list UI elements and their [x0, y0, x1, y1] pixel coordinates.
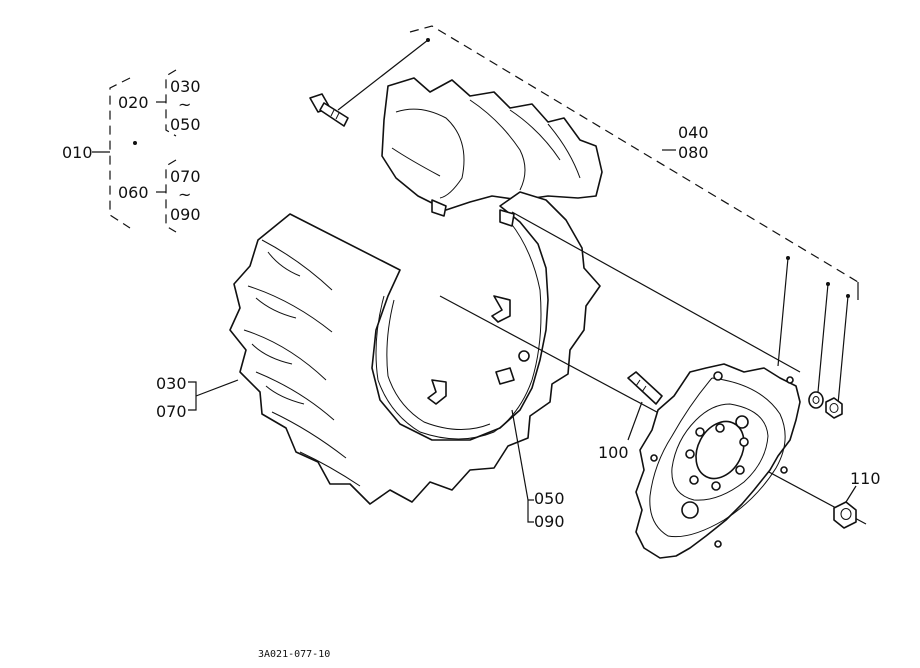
label-070-tire: 070	[156, 402, 187, 421]
label-030-top: 030	[170, 77, 201, 96]
label-090-bottom: 090	[534, 512, 565, 531]
range-symbol-top: ~	[178, 95, 191, 114]
label-030-tire: 030	[156, 374, 187, 393]
label-100: 100	[598, 443, 629, 462]
washer-and-nuts	[808, 391, 843, 419]
stud	[627, 371, 663, 441]
label-050-bottom: 050	[534, 489, 565, 508]
nut	[833, 485, 857, 529]
label-020: 020	[118, 93, 149, 112]
range-symbol-bottom: ~	[178, 185, 191, 204]
bolt	[309, 93, 349, 127]
label-080: 080	[678, 143, 709, 162]
tire-cross-section	[381, 77, 603, 217]
label-070-top: 070	[170, 167, 201, 186]
label-050-top: 050	[170, 115, 201, 134]
assembly-envelope	[337, 25, 859, 300]
label-090-top: 090	[170, 205, 201, 224]
alignment-lines	[439, 211, 867, 525]
label-110: 110	[850, 469, 881, 488]
assembly-tree	[92, 69, 177, 233]
tire	[229, 191, 601, 505]
label-010: 010	[62, 143, 93, 162]
label-040: 040	[678, 123, 709, 142]
drawing-code: 3A021-077-10	[258, 649, 330, 660]
wheel-disc	[635, 363, 801, 559]
callout-leaders	[188, 379, 534, 523]
label-060: 060	[118, 183, 149, 202]
